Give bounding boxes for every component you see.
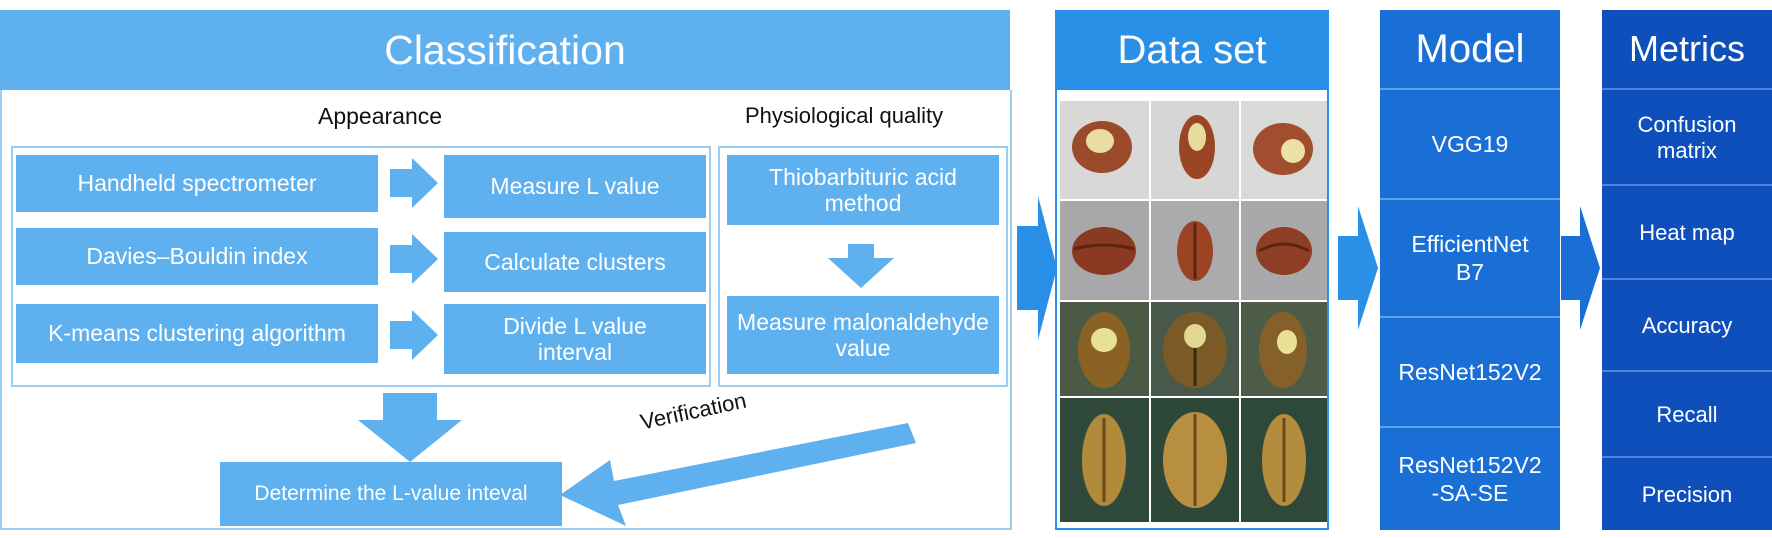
step-measure-malonaldehyde: Measure malonaldehyde value — [727, 296, 999, 374]
step-kmeans-clustering: K-means clustering algorithm — [16, 304, 378, 363]
classification-section: Classification Appearance Physiological … — [0, 10, 1012, 530]
pecan-shell-light-3 — [1241, 101, 1327, 199]
classification-header: Classification — [0, 10, 1010, 90]
dataset-header: Data set — [1055, 10, 1329, 90]
pecan-kernel-green-3 — [1241, 398, 1327, 522]
model-resnet152v2: ResNet152V2 — [1380, 320, 1560, 428]
arrow-down-appearance — [358, 393, 462, 462]
pecan-kernel-green-1 — [1060, 398, 1149, 522]
model-section: Model VGG19 EfficientNet B7 ResNet152V2 … — [1380, 10, 1560, 530]
arrow-right-3 — [390, 310, 438, 360]
classification-body-border — [0, 90, 1012, 530]
physiological-frame — [718, 146, 1008, 387]
metrics-header: Metrics — [1602, 10, 1772, 90]
pecan-shell-grey-3 — [1241, 201, 1327, 300]
pecan-shell-light-1 — [1060, 101, 1149, 199]
model-vgg19: VGG19 — [1380, 92, 1560, 200]
arrow-right-2 — [390, 234, 438, 284]
metric-accuracy: Accuracy — [1602, 282, 1772, 372]
metric-heat-map: Heat map — [1602, 188, 1772, 280]
step-calculate-clusters: Calculate clusters — [444, 232, 706, 292]
appearance-frame — [11, 146, 711, 387]
metrics-section: Metrics Confusion matrix Heat map Accura… — [1602, 10, 1772, 530]
arrow-to-dataset — [1017, 196, 1057, 340]
pecan-shell-grey-1 — [1060, 201, 1149, 300]
metric-precision: Precision — [1641, 481, 1733, 507]
pecan-kernel-dark-1 — [1060, 302, 1149, 396]
pecan-shell-light-2 — [1151, 101, 1239, 199]
step-measure-l-value: Measure L value — [444, 155, 706, 218]
model-header: Model — [1380, 10, 1560, 90]
step-thiobarbituric-acid: Thiobarbituric acid method — [727, 155, 999, 225]
step-handheld-spectrometer: Handheld spectrometer — [16, 155, 378, 212]
pecan-kernel-green-2 — [1151, 398, 1239, 522]
step-divide-l-value-interval: Divide L value interval — [444, 304, 706, 374]
classification-title: Classification — [384, 26, 626, 73]
arrow-verification — [560, 423, 916, 526]
pecan-shell-grey-2 — [1151, 201, 1239, 300]
pecan-kernel-dark-3 — [1241, 302, 1327, 396]
step-davies-bouldin-index: Davies–Bouldin index — [16, 228, 378, 285]
model-efficientnet-b7: EfficientNet B7 — [1380, 202, 1560, 318]
arrow-down-physio — [828, 244, 894, 288]
pecan-kernel-dark-2 — [1151, 302, 1239, 396]
dataset-section: Data set — [1055, 10, 1329, 530]
metric-recall: Recall — [1602, 374, 1772, 458]
metric-confusion-matrix: Confusion matrix — [1602, 92, 1772, 186]
model-resnet152v2-sa-se: ResNet152V2 -SA-SE — [1398, 452, 1542, 506]
result-determine-l-value: Determine the L-value inteval — [220, 462, 562, 526]
physiological-label: Physiological quality — [745, 103, 944, 128]
arrow-to-metrics — [1561, 206, 1600, 330]
appearance-label: Appearance — [318, 103, 443, 129]
arrow-right-1 — [390, 158, 438, 208]
arrow-to-model — [1338, 206, 1378, 330]
